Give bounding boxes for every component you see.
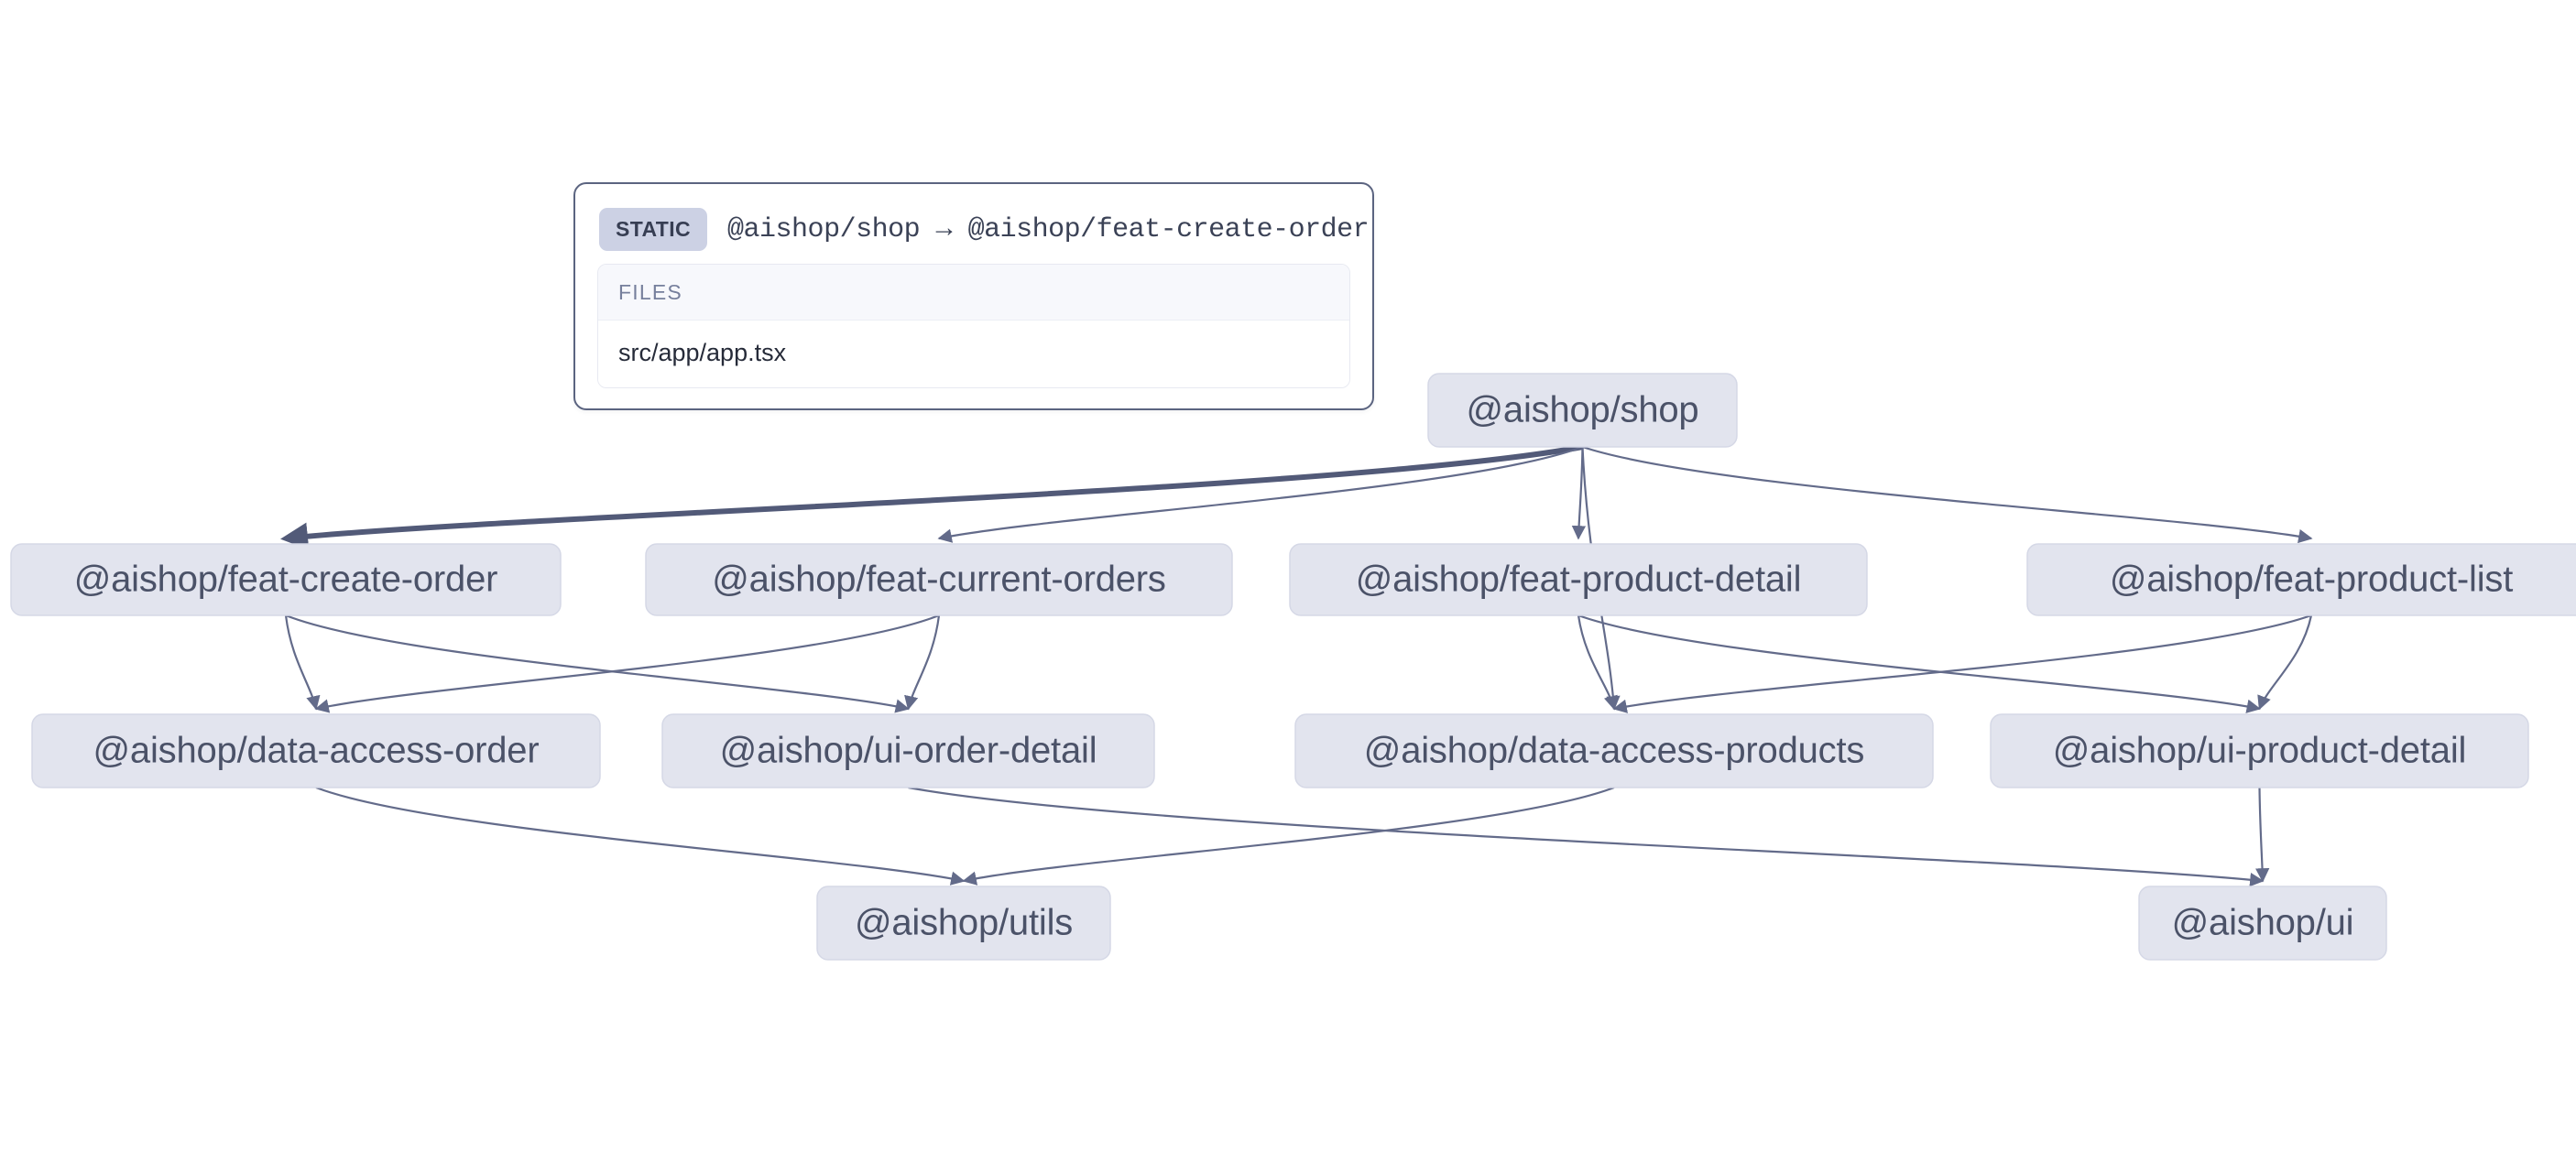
graph-node-data-access-products[interactable]: @aishop/data-access-products bbox=[1294, 713, 1934, 788]
node-label: @aishop/data-access-order bbox=[93, 731, 540, 771]
node-label: @aishop/feat-current-orders bbox=[712, 560, 1165, 600]
graph-node-feat-create-order[interactable]: @aishop/feat-create-order bbox=[10, 543, 562, 616]
graph-node-feat-current-orders[interactable]: @aishop/feat-current-orders bbox=[645, 543, 1233, 616]
graph-node-ui-order-detail[interactable]: @aishop/ui-order-detail bbox=[661, 713, 1155, 788]
edge-data-access-products-to-utils[interactable] bbox=[962, 786, 1615, 886]
file-list-item[interactable]: src/app/app.tsx bbox=[598, 321, 1349, 387]
node-background bbox=[645, 543, 1233, 616]
edge-feat-current-orders-to-data-access-order[interactable] bbox=[314, 614, 940, 713]
node-label: @aishop/utils bbox=[855, 903, 1073, 943]
nodes-layer[interactable]: @aishop/shop @aishop/feat-create-order @ai… bbox=[10, 373, 2576, 961]
graph-node-ui-product-detail[interactable]: @aishop/ui-product-detail bbox=[1990, 713, 2529, 788]
graph-node-utils[interactable]: @aishop/utils bbox=[816, 886, 1111, 961]
edge-shop-to-feat-product-detail[interactable] bbox=[1571, 446, 1587, 540]
tooltip-title: @aishop/shop → @aishop/feat-create-order bbox=[727, 213, 1370, 245]
edge-feat-product-list-to-data-access-products[interactable] bbox=[1612, 614, 2312, 713]
edge-feat-product-detail-to-data-access-products[interactable] bbox=[1577, 614, 1618, 711]
edge-ui-product-detail-to-ui[interactable] bbox=[2254, 787, 2270, 883]
files-panel: FILES src/app/app.tsx bbox=[597, 264, 1350, 388]
edge-feat-create-order-to-data-access-order[interactable] bbox=[284, 614, 321, 711]
edge-shop-to-feat-product-list[interactable] bbox=[1582, 445, 2313, 544]
edge-feat-create-order-to-ui-order-detail[interactable] bbox=[285, 614, 911, 713]
graph-node-data-access-order[interactable]: @aishop/data-access-order bbox=[31, 713, 601, 788]
node-background bbox=[661, 713, 1155, 788]
node-label: @aishop/feat-product-list bbox=[2110, 560, 2513, 600]
static-badge: STATIC bbox=[599, 208, 708, 251]
edge-shop-to-feat-current-orders[interactable] bbox=[937, 445, 1583, 543]
node-label: @aishop/ui bbox=[2172, 903, 2354, 943]
node-label: @aishop/feat-product-detail bbox=[1356, 560, 1802, 600]
node-background bbox=[1294, 713, 1934, 788]
node-background bbox=[31, 713, 601, 788]
node-background bbox=[2026, 543, 2576, 616]
edges-layer bbox=[280, 444, 2313, 887]
graph-node-shop[interactable]: @aishop/shop bbox=[1427, 373, 1738, 448]
node-label: @aishop/data-access-products bbox=[1364, 731, 1864, 771]
tooltip-header: STATIC @aishop/shop → @aishop/feat-creat… bbox=[597, 204, 1370, 264]
edge-shop-to-feat-create-order[interactable] bbox=[280, 444, 1584, 550]
graph-node-feat-product-detail[interactable]: @aishop/feat-product-detail bbox=[1289, 543, 1868, 616]
node-background bbox=[1427, 373, 1738, 448]
node-label: @aishop/ui-product-detail bbox=[2053, 731, 2466, 771]
graph-node-ui[interactable]: @aishop/ui bbox=[2138, 886, 2387, 961]
node-background bbox=[10, 543, 562, 616]
edge-data-access-order-to-utils[interactable] bbox=[315, 786, 966, 886]
edge-feat-product-detail-to-ui-product-detail[interactable] bbox=[1577, 614, 2262, 713]
node-label: @aishop/ui-order-detail bbox=[720, 731, 1097, 771]
edge-ui-order-detail-to-ui[interactable] bbox=[908, 786, 2265, 887]
graph-node-feat-product-list[interactable]: @aishop/feat-product-list bbox=[2026, 543, 2576, 616]
node-label: @aishop/feat-create-order bbox=[74, 560, 498, 600]
node-background bbox=[1289, 543, 1868, 616]
node-background bbox=[2138, 886, 2387, 961]
node-label: @aishop/shop bbox=[1467, 390, 1699, 430]
edge-feat-product-list-to-ui-product-detail[interactable] bbox=[2257, 614, 2313, 711]
edge-feat-current-orders-to-ui-order-detail[interactable] bbox=[904, 614, 941, 711]
node-background bbox=[816, 886, 1111, 961]
node-background bbox=[1990, 713, 2529, 788]
edge-detail-tooltip[interactable]: STATIC @aishop/shop → @aishop/feat-creat… bbox=[573, 182, 1374, 410]
files-section-header: FILES bbox=[598, 265, 1349, 321]
